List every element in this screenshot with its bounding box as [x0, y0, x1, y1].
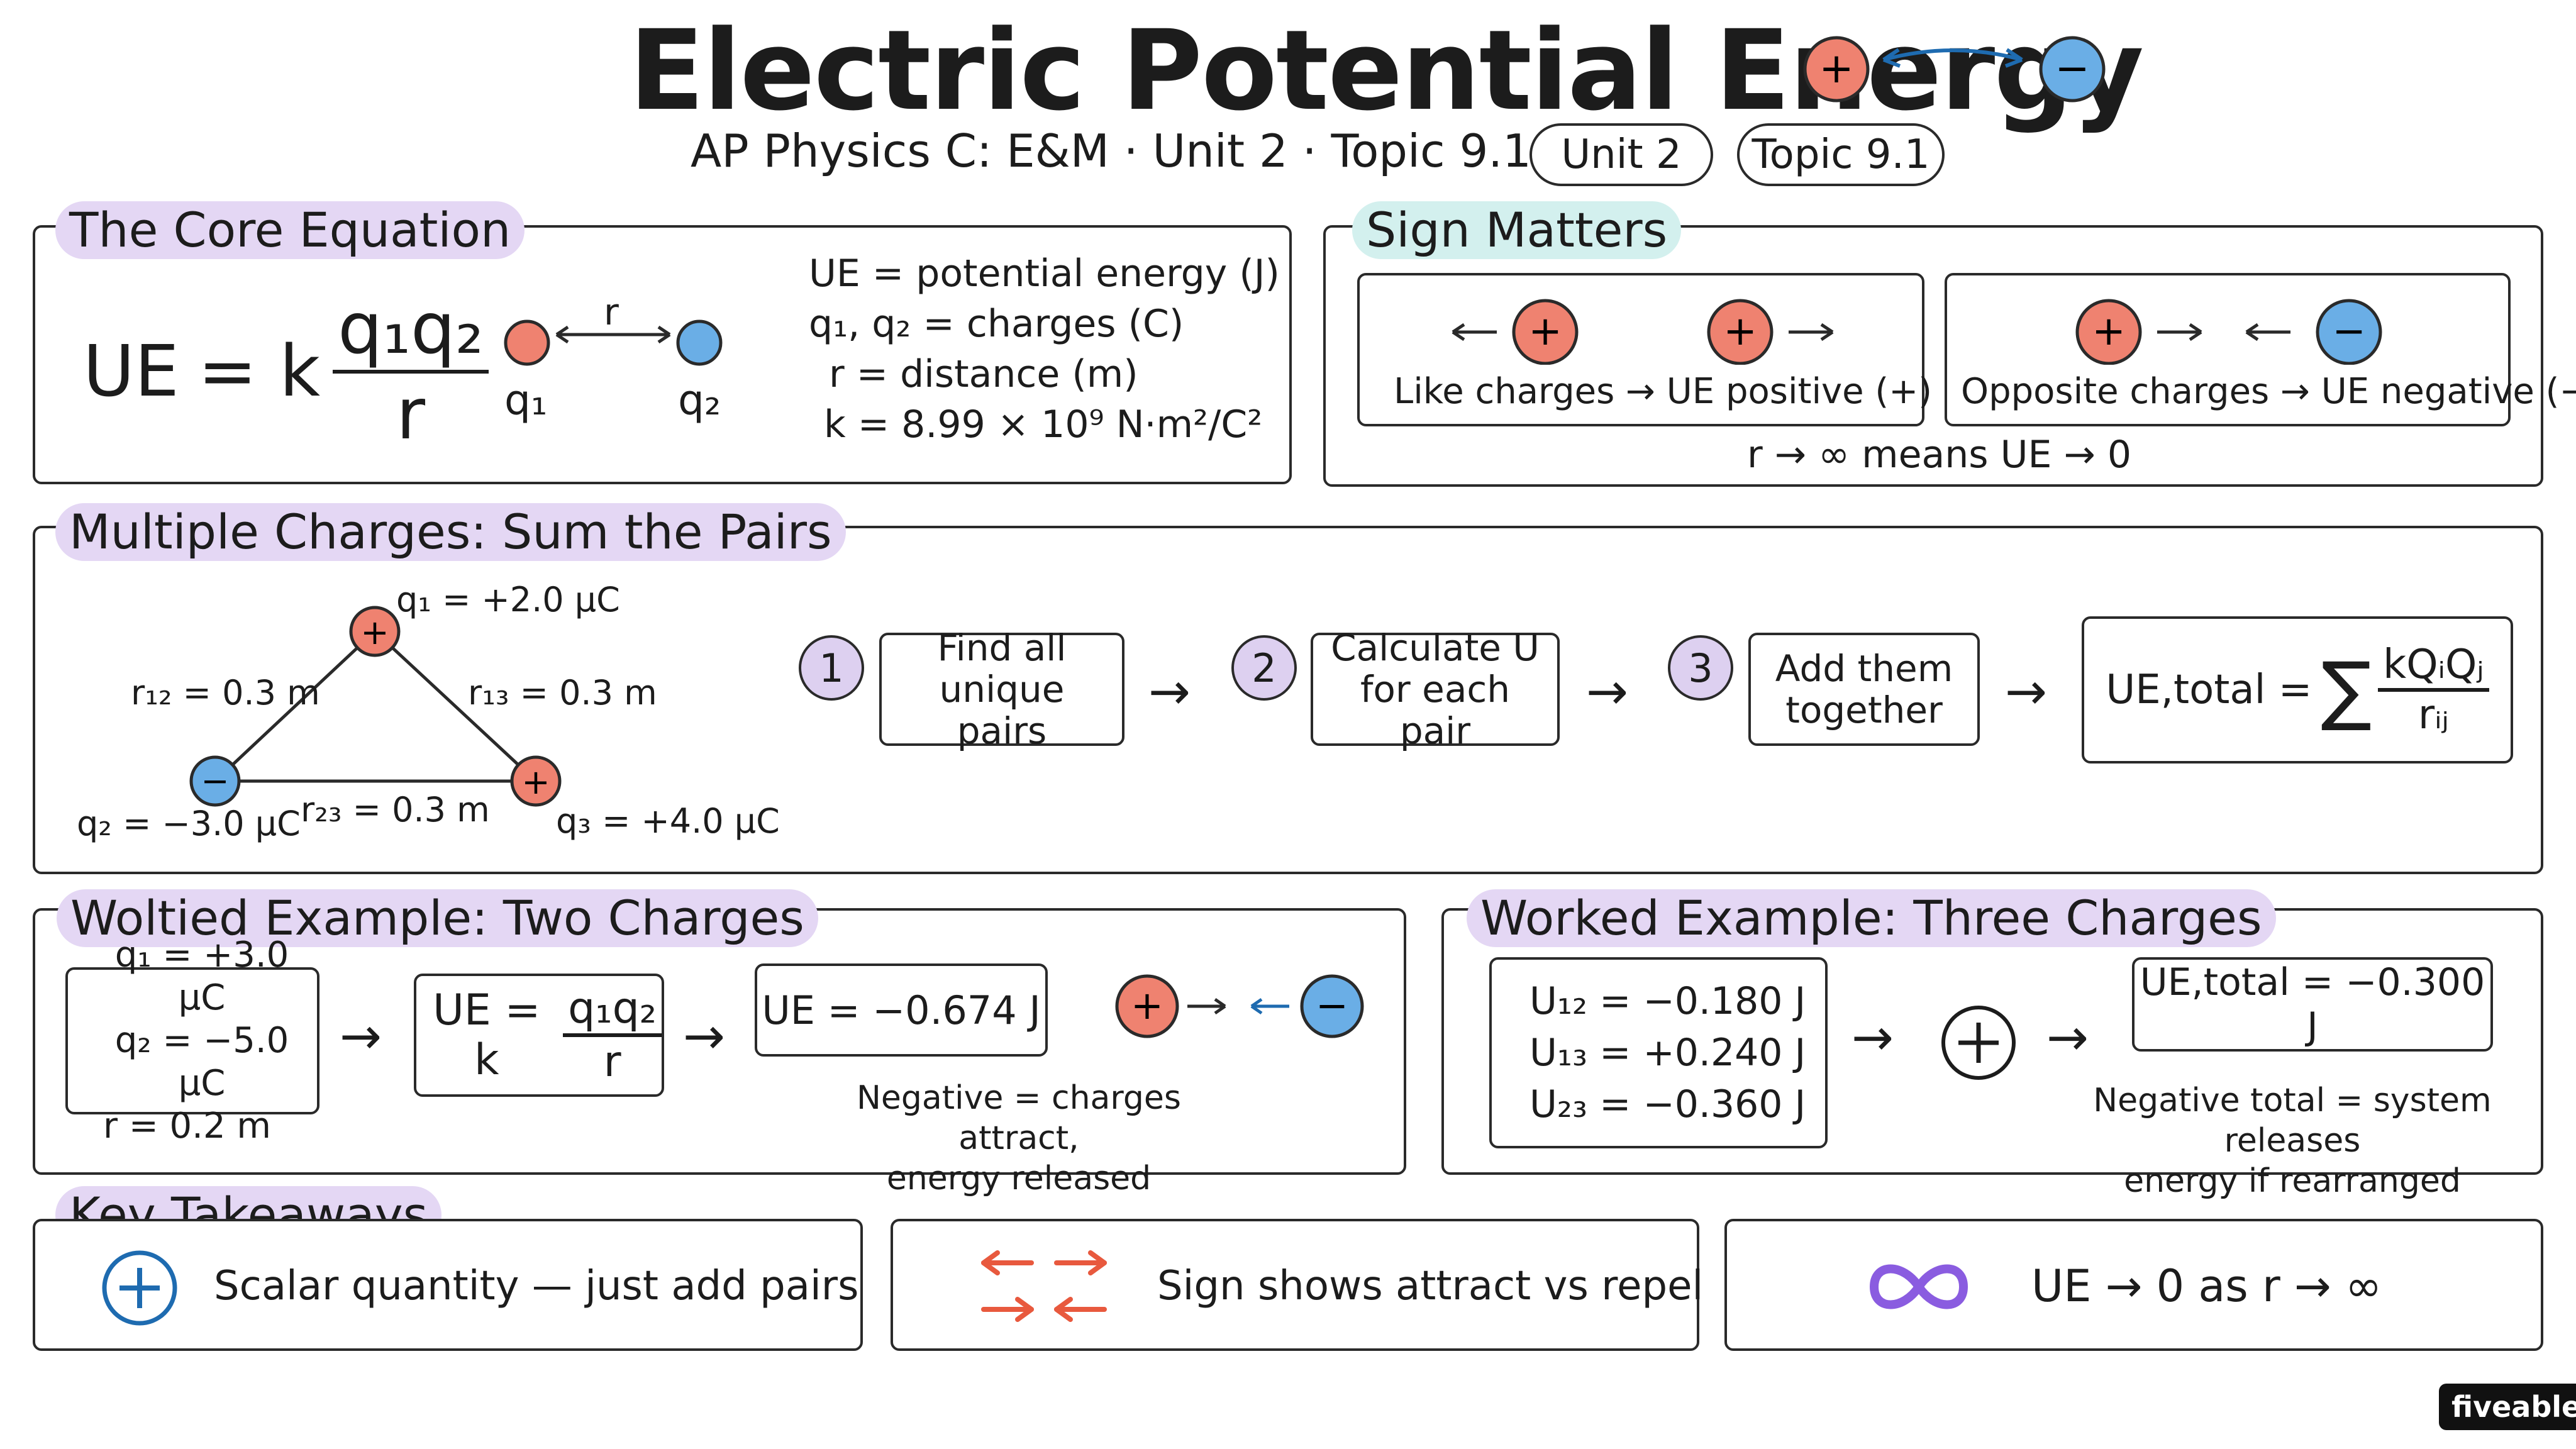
svg-text:+: + [521, 762, 550, 802]
two-formula-numerator: q₁q₂ [563, 984, 662, 1037]
u12-value: U₁₂ = −0.180 J [1530, 979, 1806, 1023]
step-3-text: Add them together [1775, 647, 1953, 731]
eq-eq: = k [197, 331, 321, 413]
diagram-r-label: r [604, 291, 619, 333]
svg-text:+: + [1723, 308, 1757, 355]
three-charge-triangle: + − + [189, 606, 562, 807]
topic-badge: Topic 9.1 [1737, 123, 1945, 186]
diagram-q2-label: q₂ [678, 376, 721, 425]
two-note: Negative = charges attract, energy relea… [857, 1079, 1181, 1197]
r23-label: r₂₃ = 0.3 m [301, 790, 490, 830]
two-formula-denominator: r [603, 1037, 621, 1087]
step-1-text: Find all unique pairs [937, 626, 1067, 752]
step-arrow-1: → [1148, 662, 1191, 721]
given-r: r = 0.2 m [103, 1106, 271, 1146]
given-q1: q₁ = +3.0 μC [114, 935, 289, 1018]
page-title: Electric Potential Energy [629, 6, 2144, 135]
charge-attraction-icon: + − [1803, 36, 2106, 103]
step-2-box: Calculate U for each pair [1311, 627, 1560, 752]
unit-badge: Unit 2 [1530, 123, 1713, 186]
def-q: q₁, q₂ = charges (C) [809, 302, 1184, 346]
core-equation-panel [33, 225, 1292, 484]
sum-sigma: ∑ [2321, 646, 2372, 734]
takeaway-3-box [1724, 1219, 2543, 1351]
takeaway-3-text: UE → 0 as r → ∞ [2031, 1260, 2382, 1312]
three-note: Negative total = system releases energy … [2093, 1082, 2492, 1200]
opposite-charges-attract-icon: + − [2075, 299, 2382, 365]
plus-circle-icon [102, 1250, 177, 1326]
page-subtitle: AP Physics C: E&M · Unit 2 · Topic 9.1 [691, 125, 1531, 177]
svg-text:−: − [1316, 982, 1348, 1028]
takeaway-2-text: Sign shows attract vs repel [1157, 1263, 1704, 1309]
step-arrow-3: → [2005, 662, 2048, 721]
svg-text:−: − [201, 761, 229, 801]
two-given-box: q₁ = +3.0 μC q₂ = −5.0 μC r = 0.2 m [65, 935, 319, 1146]
three-result: UE,total = −0.300 J [2140, 960, 2485, 1048]
multiple-charges-title: Multiple Charges: Sum the Pairs [55, 503, 846, 561]
def-r: r = distance (m) [829, 352, 1138, 396]
q1-label: q₁ = +2.0 μC [396, 580, 620, 619]
three-arrow-2: → [2046, 1008, 2089, 1067]
given-q2: q₂ = −5.0 μC [114, 1020, 289, 1104]
infinity-icon [1869, 1264, 1968, 1309]
eq-lhs: UE [83, 331, 179, 413]
step-arrow-2: → [1586, 662, 1629, 721]
three-charges-title: Worked Example: Three Charges [1467, 889, 2276, 947]
svg-text:+: + [1819, 44, 1853, 92]
infinity-rule-text: r → ∞ means UE → 0 [1747, 433, 2132, 477]
two-result: UE = −0.674 J [762, 987, 1041, 1033]
two-formula-lhs: UE = k [433, 985, 541, 1085]
diagram-q1-label: q₁ [504, 376, 548, 425]
takeaway-1-text: Scalar quantity — just add pairs [214, 1263, 859, 1309]
u23-value: U₂₃ = −0.360 J [1530, 1082, 1806, 1126]
two-result-box: UE = −0.674 J [755, 963, 1048, 1057]
sum-denominator: rᵢⱼ [2418, 692, 2449, 738]
like-charges-text: Like charges → UE positive (+) [1394, 371, 1933, 412]
q3-label: q₃ = +4.0 μC [556, 801, 780, 841]
core-equation-title: The Core Equation [55, 201, 525, 259]
like-charges-box [1357, 273, 1924, 426]
two-charges-title: Woltied Example: Two Charges [57, 889, 818, 947]
r12-label: r₁₂ = 0.3 m [131, 673, 320, 713]
two-charge-diagram [504, 319, 723, 366]
three-values-box: U₁₂ = −0.180 J U₁₃ = +0.240 J U₂₃ = −0.3… [1489, 957, 1828, 1148]
sum-numerator: kQᵢQⱼ [2378, 641, 2489, 692]
takeaway-2-box [891, 1219, 1699, 1351]
opposite-charges-text: Opposite charges → UE negative (−) [1961, 371, 2576, 412]
two-arrow-2: → [683, 1007, 726, 1065]
two-arrow-1: → [340, 1007, 382, 1065]
step-2-text: Calculate U for each pair [1331, 626, 1540, 752]
eq-denominator: r [396, 374, 426, 455]
attract-repel-arrows-icon [981, 1250, 1107, 1322]
r13-label: r₁₃ = 0.3 m [468, 673, 657, 713]
three-result-box: UE,total = −0.300 J [2132, 957, 2493, 1052]
step-3-box: Add them together [1748, 633, 1980, 746]
add-icon [1941, 1006, 2016, 1080]
svg-text:+: + [1131, 982, 1163, 1028]
fiveable-logo: fiveable [2439, 1384, 2576, 1430]
svg-text:−: − [2332, 308, 2366, 355]
def-ue: UE = potential energy (J) [809, 252, 1280, 296]
q2-label: q₂ = −3.0 μC [77, 804, 301, 843]
step-1-number: 1 [799, 635, 864, 701]
svg-text:+: + [360, 613, 389, 652]
two-attract-icon: + − [1115, 974, 1364, 1038]
def-k: k = 8.99 × 10⁹ N·m²/C² [824, 402, 1263, 447]
step-1-box: Find all unique pairs [879, 627, 1124, 752]
step-2-number: 2 [1231, 635, 1297, 701]
three-arrow-1: → [1852, 1008, 1894, 1067]
svg-text:+: + [1528, 308, 1562, 355]
step-3-number: 3 [1668, 635, 1733, 701]
sum-lhs: UE,total = [2106, 667, 2312, 713]
svg-text:+: + [2092, 308, 2126, 355]
svg-text:−: − [2055, 44, 2089, 92]
sign-matters-title: Sign Matters [1352, 201, 1682, 259]
u13-value: U₁₃ = +0.240 J [1530, 1031, 1806, 1075]
opposite-charges-box [1945, 273, 2511, 426]
like-charges-repel-icon: + + [1452, 299, 1834, 365]
eq-numerator: q₁q₂ [333, 288, 489, 374]
